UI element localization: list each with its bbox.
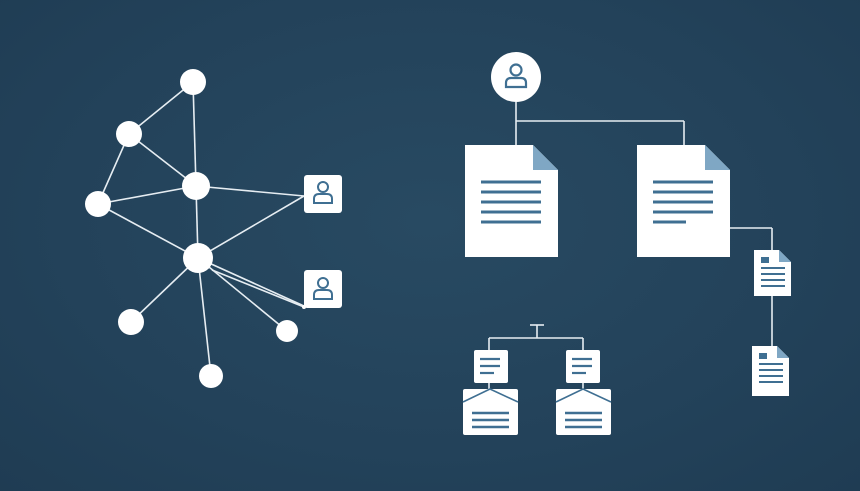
graph-edge (197, 257, 305, 307)
graph-edge (128, 81, 194, 135)
folder-icon (555, 388, 612, 435)
user-icon (313, 277, 333, 300)
graph-edge (197, 257, 212, 377)
graph-node (183, 243, 213, 273)
user-icon (504, 63, 528, 89)
graph-edge (211, 269, 305, 308)
graph-node (116, 121, 142, 147)
graph-nodes (85, 69, 298, 388)
graph-edge (197, 195, 305, 259)
graph-edge (97, 185, 197, 205)
document-icon (752, 346, 789, 396)
graph-edge (195, 185, 305, 197)
user-badge (304, 175, 342, 213)
graph-node (182, 172, 210, 200)
graph-node (180, 69, 206, 95)
graph-edge (192, 81, 197, 187)
user-badge (304, 270, 342, 308)
network-graph (97, 81, 305, 377)
graph-edge (130, 257, 199, 323)
document-icon (465, 145, 558, 257)
document-icon (637, 145, 730, 257)
graph-edge (97, 203, 199, 259)
graph-node (276, 320, 298, 342)
document-icon (474, 350, 508, 383)
folder-icon (462, 388, 519, 435)
graph-edge (128, 133, 197, 187)
user-icon (313, 181, 333, 204)
root-user-node (491, 52, 541, 102)
graph-node (118, 309, 144, 335)
graph-node (85, 191, 111, 217)
small-tree-connectors (488, 324, 584, 389)
document-icon (566, 350, 600, 383)
graph-node (199, 364, 223, 388)
hierarchy-connectors (515, 102, 773, 346)
document-icon (754, 250, 791, 296)
